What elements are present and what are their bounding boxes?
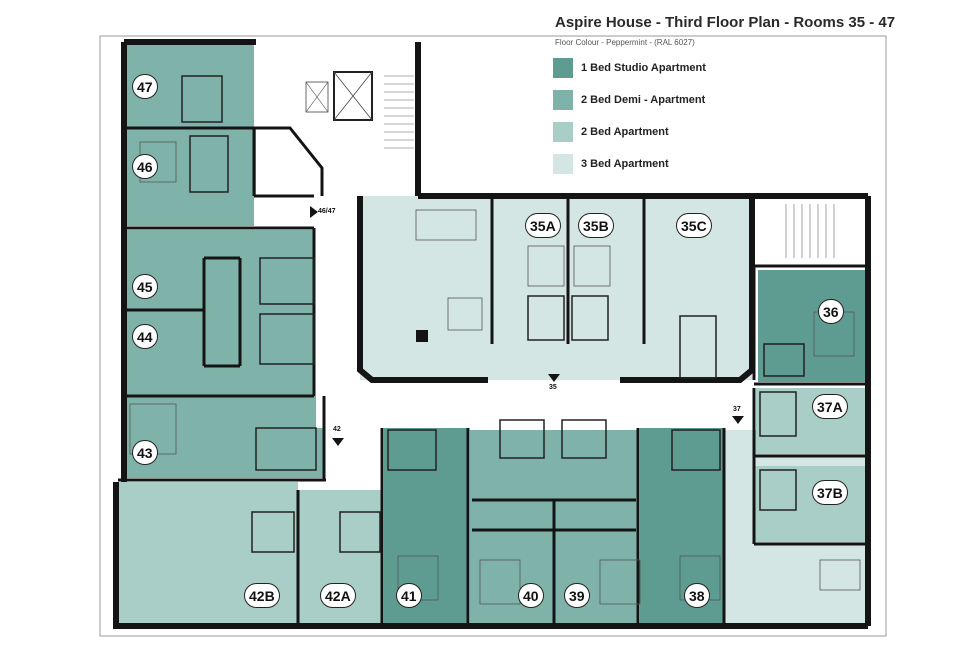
page-title: Aspire House - Third Floor Plan - Rooms …: [555, 14, 896, 31]
inner-walls: [118, 126, 866, 624]
apt-44-area: [124, 310, 314, 396]
legend-swatch-studio: [553, 58, 573, 78]
stairs-right: [785, 204, 835, 258]
door-marker-35: [548, 374, 560, 382]
riser-cross-b: [305, 81, 329, 113]
stairs-top: [384, 75, 414, 149]
bathroom-outlines: [181, 75, 805, 553]
room-badge-43: 43: [132, 440, 158, 465]
lift-shaft: [333, 71, 373, 121]
room-badge-45: 45: [132, 274, 158, 299]
room-badge-47: 47: [132, 74, 158, 99]
page-frame: [99, 35, 887, 637]
room-badge-36: 36: [818, 299, 844, 324]
legend: 1 Bed Studio Apartment 2 Bed Demi - Apar…: [553, 52, 706, 180]
kitchen-island: [416, 330, 428, 342]
legend-item-three-bed: 3 Bed Apartment: [553, 148, 706, 180]
room-badge-37b: 37B: [812, 480, 848, 505]
door-label-37: 37: [733, 406, 741, 413]
legend-item-studio: 1 Bed Studio Apartment: [553, 52, 706, 84]
room-badge-42b: 42B: [244, 583, 280, 608]
table-35: [447, 297, 483, 331]
door-label-35: 35: [549, 384, 557, 391]
lift-cross-b: [333, 71, 373, 121]
room-badge-42a: 42A: [320, 583, 356, 608]
room-badge-44: 44: [132, 324, 158, 349]
apt-37b-area: [754, 466, 866, 542]
legend-swatch-two-bed: [553, 122, 573, 142]
room-badge-35a: 35A: [525, 213, 561, 238]
room-badge-39: 39: [564, 583, 590, 608]
corridor-right: [724, 380, 756, 430]
legend-item-demi: 2 Bed Demi - Apartment: [553, 84, 706, 116]
corridor-mid: [316, 380, 756, 428]
apt-36-area: [758, 270, 866, 382]
legend-label-two-bed: 2 Bed Apartment: [581, 126, 669, 138]
room-badge-41: 41: [396, 583, 422, 608]
room-badge-37a: 37A: [812, 394, 848, 419]
sofa-35: [415, 209, 477, 241]
floor-colour-note: Floor Colour - Peppermint - (RAL 6027): [555, 38, 695, 47]
legend-swatch-demi: [553, 90, 573, 110]
stair-right-area: [756, 196, 866, 266]
room-badge-40: 40: [518, 583, 544, 608]
door-marker-4647: [310, 206, 318, 218]
legend-label-three-bed: 3 Bed Apartment: [581, 158, 669, 170]
legend-label-demi: 2 Bed Demi - Apartment: [581, 94, 706, 106]
door-marker-42: [332, 438, 344, 446]
door-marker-37: [732, 416, 744, 424]
apt-37a-area: [754, 388, 866, 454]
riser: [305, 81, 329, 113]
legend-item-two-bed: 2 Bed Apartment: [553, 116, 706, 148]
apt-45-area: [124, 230, 314, 310]
door-label-4647: 46/47: [318, 208, 336, 215]
apt-38-area: [640, 428, 724, 624]
room-badge-46: 46: [132, 154, 158, 179]
door-label-42: 42: [333, 426, 341, 433]
room-badge-35c: 35C: [676, 213, 712, 238]
apt-43-area: [124, 396, 324, 478]
room-badge-35b: 35B: [578, 213, 614, 238]
room-badge-38: 38: [684, 583, 710, 608]
legend-swatch-three-bed: [553, 154, 573, 174]
legend-label-studio: 1 Bed Studio Apartment: [581, 62, 706, 74]
